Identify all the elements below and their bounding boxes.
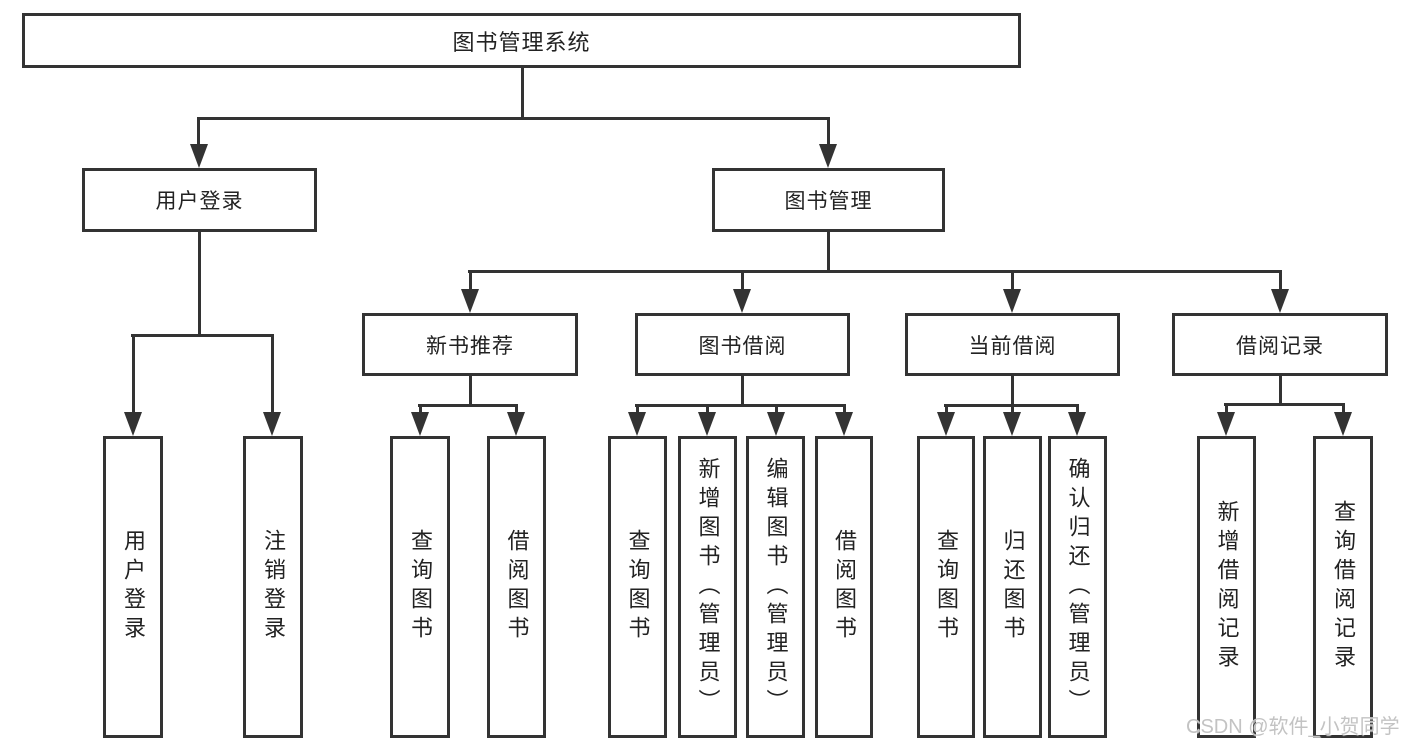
arrow-to-cb-query (937, 412, 955, 436)
connector-user-login-rail (131, 334, 274, 337)
connector-level1-rail (197, 117, 830, 120)
connector-level2-rail (468, 270, 1282, 273)
node-book-mgmt: 图书管理 (712, 168, 945, 232)
arrow-to-bb-add (698, 412, 716, 436)
node-user-login-label: 用户登录 (155, 190, 244, 213)
leaf-bb-borrow-books-label: 借阅图书 (832, 529, 857, 645)
node-library-system-label: 图书管理系统 (452, 29, 591, 55)
node-current-borrow: 当前借阅 (905, 313, 1120, 376)
leaf-br-add-record: 新增借阅记录 (1197, 436, 1256, 738)
leaf-br-query-record-label: 查询借阅记录 (1331, 500, 1356, 674)
leaf-cb-return-books-label: 归还图书 (1000, 529, 1026, 645)
connector-current-borrow-stem (1011, 376, 1014, 407)
leaf-user-login: 用户登录 (103, 436, 163, 738)
arrow-to-current-borrow (1003, 289, 1021, 313)
connector-book-borrow-shaft (741, 270, 744, 294)
connector-br-query-shaft (1342, 403, 1345, 418)
connector-current-borrow-shaft (1011, 270, 1014, 294)
connector-bb-edit-shaft (775, 404, 778, 418)
leaf-cb-query-books-label: 查询图书 (934, 529, 959, 645)
arrow-to-nb-borrow (507, 412, 525, 436)
leaf-cb-return-books: 归还图书 (983, 436, 1042, 738)
arrow-to-book-mgmt (819, 144, 837, 168)
connector-user-login-stem (198, 232, 201, 336)
leaf-user-login-label: 用户登录 (121, 529, 146, 645)
node-borrow-records-label: 借阅记录 (1236, 334, 1324, 358)
leaf-logout: 注销登录 (243, 436, 303, 738)
arrow-to-leaf-logout (263, 412, 281, 436)
node-current-borrow-label: 当前借阅 (968, 334, 1057, 358)
leaf-nb-borrow-books-label: 借阅图书 (504, 529, 530, 645)
leaf-bb-edit-books-admin-label: 编辑图书（管理员） (763, 456, 789, 718)
connector-root-stem (521, 68, 524, 120)
connector-leaf-login-shaft (132, 334, 135, 418)
arrow-to-bb-query (628, 412, 646, 436)
connector-borrow-records-stem (1279, 376, 1282, 406)
connector-book-mgmt-shaft (827, 117, 830, 150)
arrow-to-user-login (190, 144, 208, 168)
connector-cb-query-shaft (945, 404, 948, 418)
connector-new-books-shaft (469, 270, 472, 294)
connector-new-books-rail (418, 404, 518, 407)
leaf-bb-add-books-admin: 新增图书（管理员） (678, 436, 737, 738)
leaf-nb-borrow-books: 借阅图书 (487, 436, 546, 738)
leaf-logout-label: 注销登录 (261, 529, 286, 645)
connector-bb-borrow-shaft (843, 404, 846, 418)
leaf-cb-confirm-return-admin-label: 确认归还（管理员） (1065, 456, 1091, 718)
arrow-to-cb-confirm (1068, 412, 1086, 436)
arrow-to-nb-query (411, 412, 429, 436)
connector-new-books-stem (469, 376, 472, 407)
connector-cb-return-shaft (1011, 404, 1014, 418)
leaf-nb-query-books-label: 查询图书 (408, 529, 433, 645)
leaf-cb-query-books: 查询图书 (917, 436, 975, 738)
arrow-to-br-add (1217, 412, 1235, 436)
connector-nb-query-shaft (419, 404, 422, 418)
connector-nb-borrow-shaft (515, 404, 518, 418)
node-book-borrow-label: 图书借阅 (698, 334, 787, 358)
connector-leaf-logout-shaft (271, 334, 274, 418)
leaf-bb-add-books-admin-label: 新增图书（管理员） (695, 456, 721, 718)
connector-book-borrow-rail (635, 404, 846, 407)
connector-book-borrow-stem (741, 376, 744, 407)
node-new-books-label: 新书推荐 (426, 334, 514, 358)
node-borrow-records: 借阅记录 (1172, 313, 1388, 376)
leaf-bb-edit-books-admin: 编辑图书（管理员） (746, 436, 805, 738)
leaf-bb-query-books-label: 查询图书 (625, 529, 651, 645)
connector-borrow-records-shaft (1279, 270, 1282, 294)
csdn-watermark: CSDN @软件_小贺同学 (1186, 716, 1400, 738)
arrow-to-book-borrow (733, 289, 751, 313)
leaf-bb-borrow-books: 借阅图书 (815, 436, 873, 738)
leaf-cb-confirm-return-admin: 确认归还（管理员） (1048, 436, 1107, 738)
node-new-books: 新书推荐 (362, 313, 578, 376)
node-book-mgmt-label: 图书管理 (784, 190, 873, 213)
leaf-nb-query-books: 查询图书 (390, 436, 450, 738)
arrow-to-bb-borrow (835, 412, 853, 436)
leaf-bb-query-books: 查询图书 (608, 436, 667, 738)
connector-book-mgmt-stem (827, 232, 830, 273)
arrow-to-new-books (461, 289, 479, 313)
arrow-to-borrow-records (1271, 289, 1289, 313)
node-book-borrow: 图书借阅 (635, 313, 850, 376)
arrow-to-leaf-login (124, 412, 142, 436)
connector-bb-add-shaft (706, 404, 709, 418)
arrow-to-br-query (1334, 412, 1352, 436)
connector-bb-query-shaft (636, 404, 639, 418)
arrow-to-bb-edit (767, 412, 785, 436)
connector-cb-confirm-shaft (1076, 404, 1079, 418)
leaf-br-add-record-label: 新增借阅记录 (1214, 500, 1240, 674)
arrow-to-cb-return (1003, 412, 1021, 436)
connector-user-login-shaft (197, 117, 200, 150)
leaf-br-query-record: 查询借阅记录 (1313, 436, 1373, 738)
connector-borrow-records-rail (1224, 403, 1345, 406)
node-user-login: 用户登录 (82, 168, 317, 232)
node-library-system: 图书管理系统 (22, 13, 1021, 68)
connector-br-add-shaft (1225, 403, 1228, 418)
